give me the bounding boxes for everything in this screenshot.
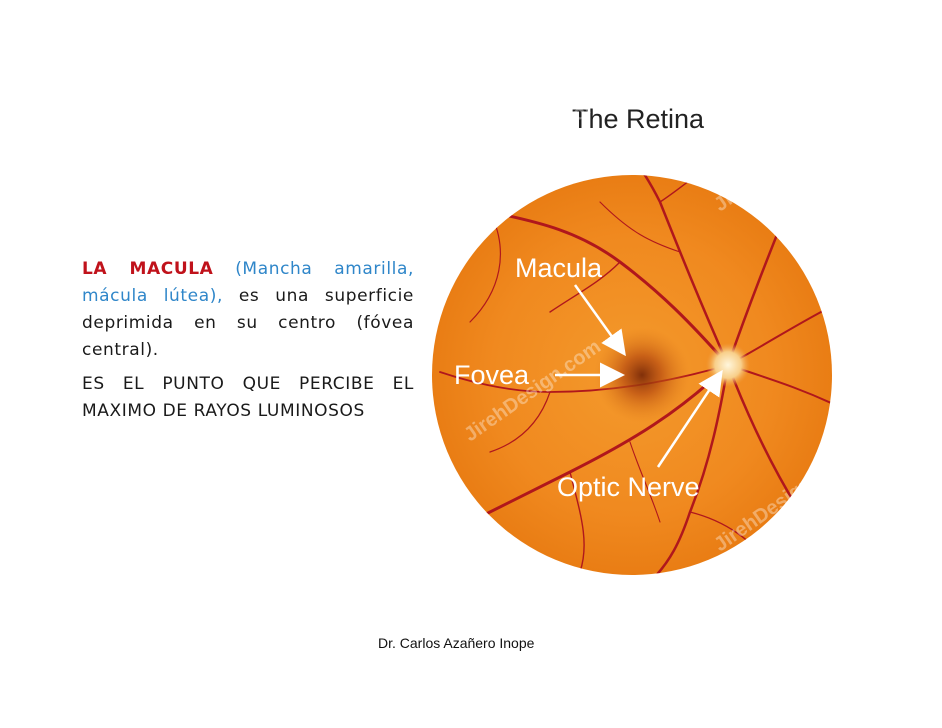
- term-macula: LA MACULA: [82, 259, 214, 279]
- optic-disc: [706, 343, 750, 387]
- optic-nerve-label: Optic Nerve: [557, 472, 700, 502]
- fovea-label: Fovea: [454, 360, 530, 390]
- macula-synonyms: (Mancha amarilla, mácula lútea),: [82, 259, 414, 306]
- macula-function: ES EL PUNTO QUE PERCIBE EL MAXIMO DE RAY…: [82, 374, 414, 421]
- macula-definition: LA MACULA (Mancha amarilla, mácula lútea…: [82, 256, 414, 364]
- retina-figure: The Retina JirehDesign.com Jir: [430, 92, 860, 612]
- macula-description: es una superficie deprimida en su centro…: [82, 286, 414, 360]
- macula-label: Macula: [515, 253, 603, 283]
- optic-nerve-arrow: [656, 369, 723, 468]
- figure-title: The Retina: [572, 104, 705, 134]
- watermark: JirehDesign.com: [710, 106, 855, 216]
- retina-diagram: The Retina JirehDesign.com Jir: [432, 92, 855, 575]
- macula-arrow: [573, 284, 626, 357]
- footer-author: Dr. Carlos Azañero Inope: [378, 635, 535, 651]
- description-text: LA MACULA (Mancha amarilla, mácula lútea…: [82, 256, 414, 425]
